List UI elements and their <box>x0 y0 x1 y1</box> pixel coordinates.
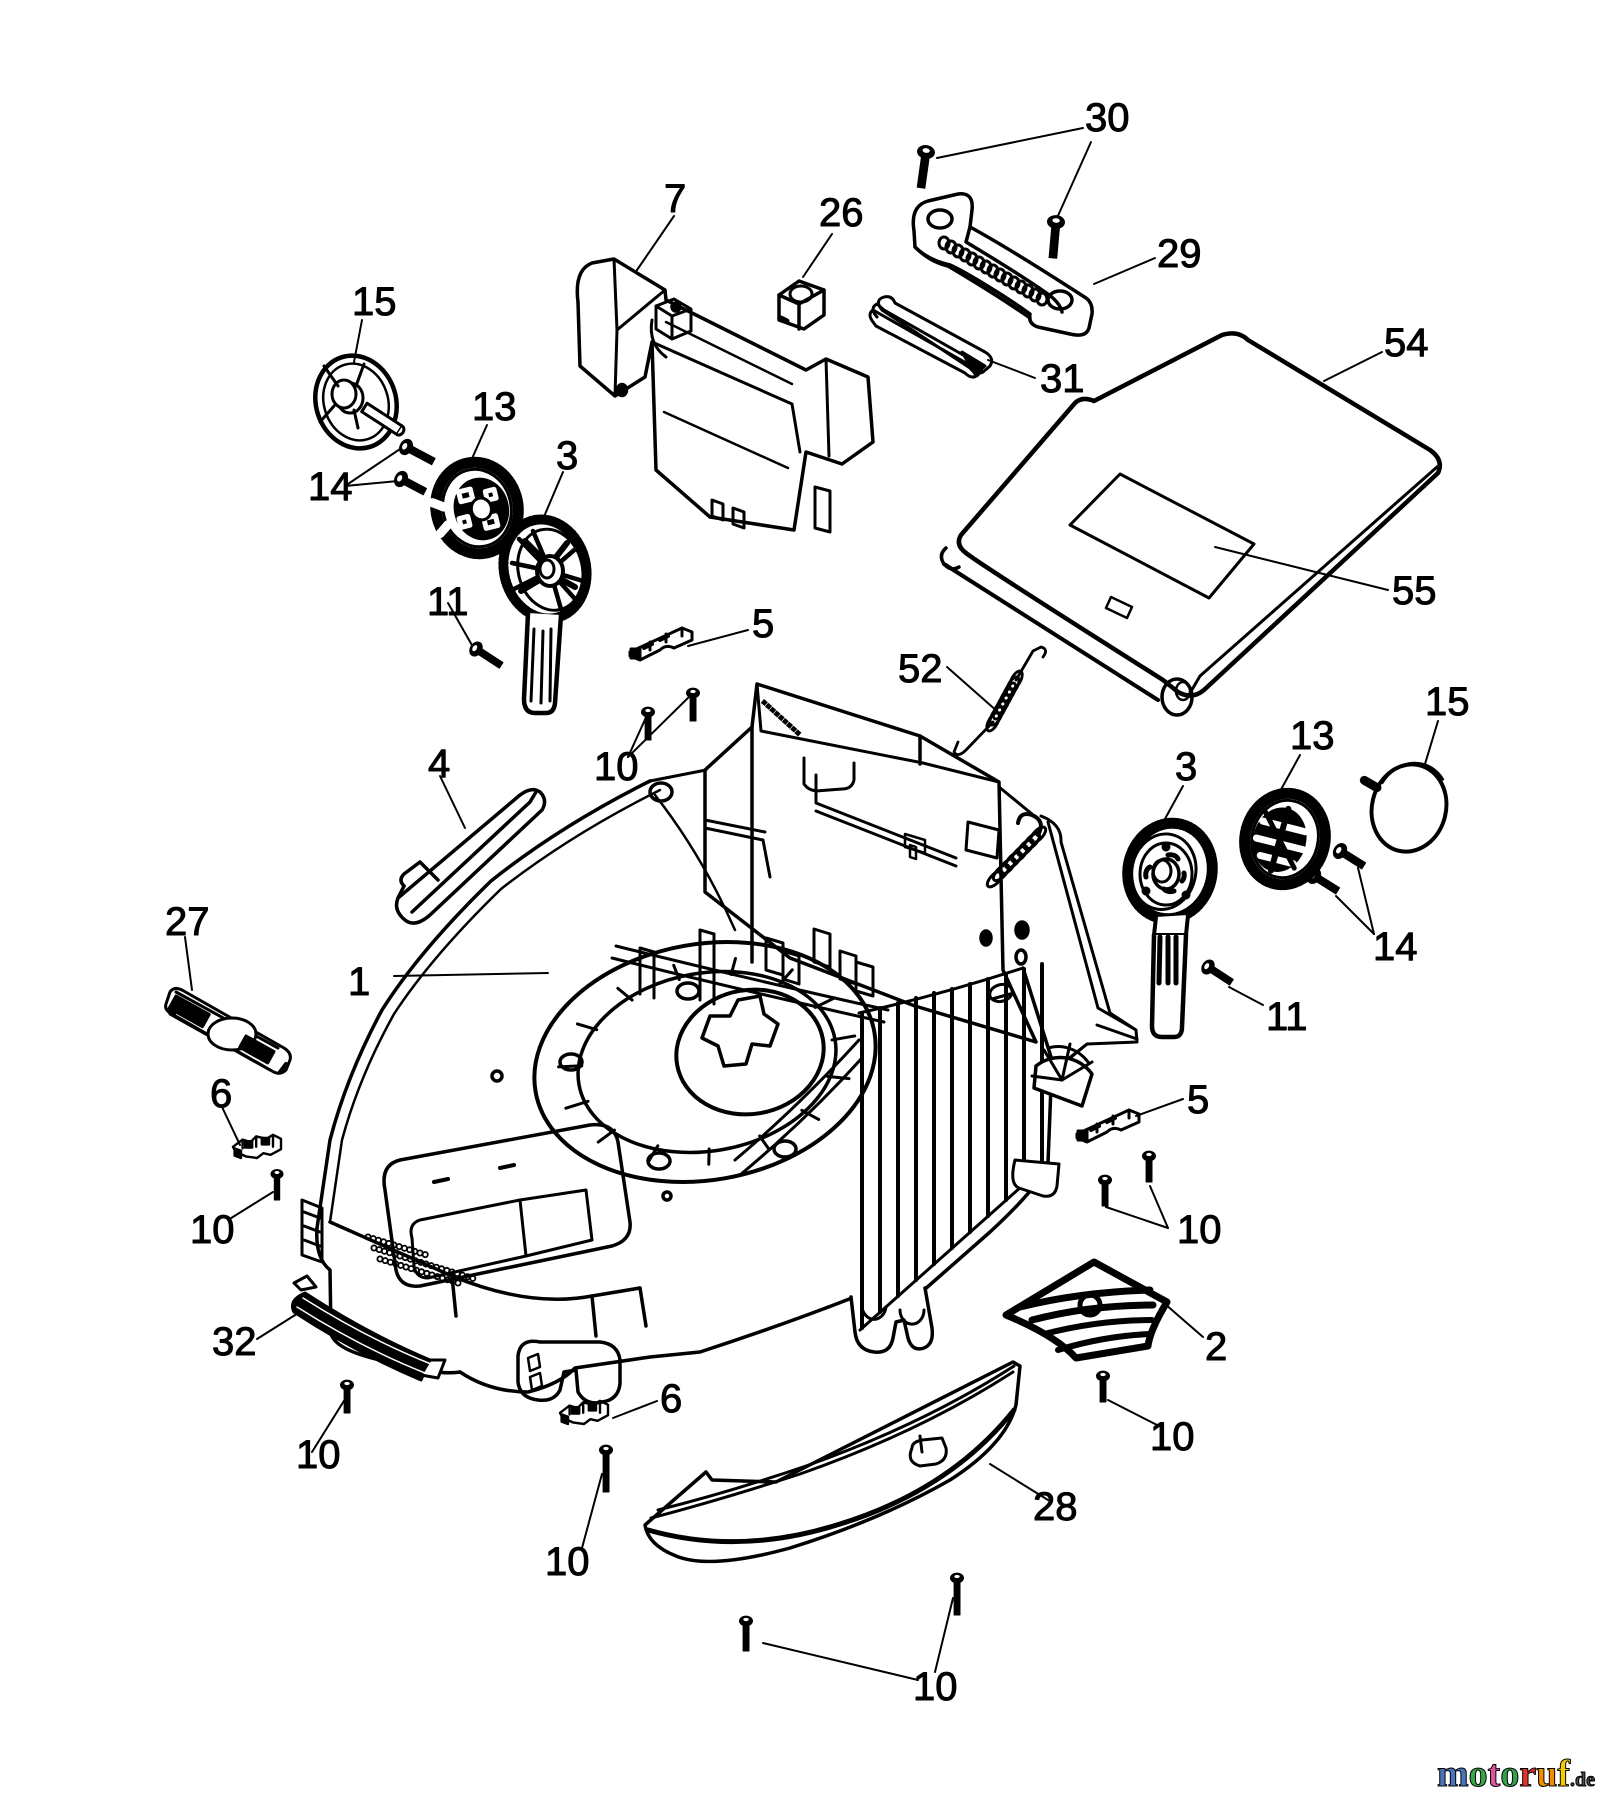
svg-text:32: 32 <box>212 1320 257 1364</box>
svg-text:14: 14 <box>1373 925 1418 969</box>
svg-text:26: 26 <box>819 191 864 235</box>
svg-text:3: 3 <box>1175 745 1197 789</box>
svg-text:30: 30 <box>1085 96 1130 140</box>
svg-text:11: 11 <box>1266 995 1308 1039</box>
svg-text:5: 5 <box>1187 1078 1209 1122</box>
svg-text:11: 11 <box>427 580 469 624</box>
svg-text:7: 7 <box>664 177 686 221</box>
svg-text:10: 10 <box>1177 1208 1222 1252</box>
svg-text:4: 4 <box>428 742 450 786</box>
svg-text:10: 10 <box>1150 1415 1195 1459</box>
svg-text:27: 27 <box>165 900 210 944</box>
svg-text:1: 1 <box>348 960 370 1004</box>
svg-text:motoruf.de: motoruf.de <box>1437 1753 1595 1795</box>
svg-text:10: 10 <box>594 745 639 789</box>
svg-text:15: 15 <box>352 280 397 324</box>
svg-text:14: 14 <box>308 465 353 509</box>
svg-text:31: 31 <box>1040 357 1085 401</box>
svg-text:54: 54 <box>1384 321 1429 365</box>
svg-text:3: 3 <box>556 434 578 478</box>
svg-text:10: 10 <box>296 1433 341 1477</box>
svg-text:2: 2 <box>1205 1325 1227 1369</box>
svg-text:10: 10 <box>190 1208 235 1252</box>
svg-text:29: 29 <box>1157 232 1202 276</box>
svg-text:13: 13 <box>472 385 517 429</box>
svg-text:15: 15 <box>1425 680 1470 724</box>
svg-text:13: 13 <box>1290 714 1335 758</box>
svg-text:52: 52 <box>898 647 943 691</box>
svg-text:28: 28 <box>1033 1485 1078 1529</box>
svg-text:6: 6 <box>210 1072 232 1116</box>
svg-text:55: 55 <box>1392 569 1437 613</box>
svg-text:5: 5 <box>752 602 774 646</box>
svg-text:6: 6 <box>660 1377 682 1421</box>
